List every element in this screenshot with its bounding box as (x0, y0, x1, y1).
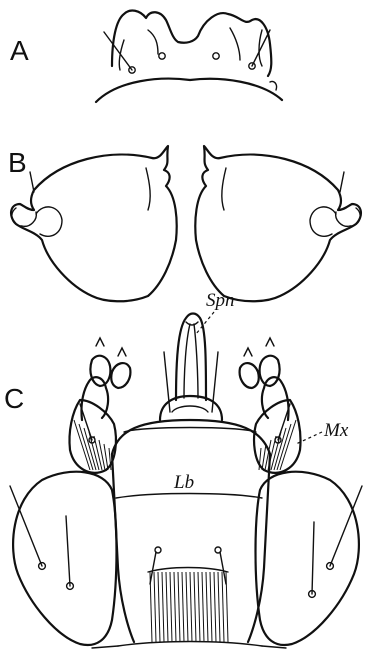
panel-b-letter: B (8, 147, 27, 178)
label-labium: Lb (173, 472, 194, 493)
hatch-line (174, 572, 176, 642)
hatch-line (190, 572, 192, 642)
hatch-line (182, 572, 184, 642)
hatch-line (162, 572, 164, 642)
right-maxilla-hatching (259, 420, 296, 470)
left-maxilla (69, 338, 130, 473)
hatch-line (210, 572, 212, 642)
left-maxilla-hatching (74, 420, 111, 470)
right-mandible (195, 146, 361, 301)
right-basal-plate (256, 472, 363, 645)
hatch-line (170, 572, 172, 642)
hatch-line (206, 572, 208, 642)
hatch-line (277, 424, 291, 470)
spinneret (160, 314, 222, 421)
hatch-line (198, 572, 200, 642)
label-spinneret: Spn (206, 290, 235, 311)
hatch-line (222, 572, 224, 642)
hatch-line (158, 572, 160, 642)
hatch-line (154, 572, 156, 642)
hatch-line (214, 572, 216, 642)
left-basal-plate (10, 472, 117, 645)
hatch-line (150, 572, 152, 642)
panel-a: A (10, 11, 282, 102)
labium (112, 420, 270, 646)
hatch-line (218, 572, 220, 642)
hatch-line (186, 572, 188, 642)
hatch-line (79, 424, 93, 470)
panel-c-letter: C (4, 383, 24, 414)
hatch-line (178, 572, 180, 642)
hatch-line (202, 572, 204, 642)
figure-baseline (92, 646, 286, 648)
hatch-line (226, 572, 228, 642)
panel-a-letter: A (10, 35, 29, 66)
left-mandible (11, 146, 177, 301)
labrum-drawing (96, 11, 282, 102)
label-maxilla: Mx (323, 420, 349, 441)
hatch-line (194, 572, 196, 642)
hatch-line (166, 572, 168, 642)
labium-hatching (150, 572, 228, 642)
panel-b: B (8, 146, 361, 301)
panel-c: C (4, 290, 362, 648)
